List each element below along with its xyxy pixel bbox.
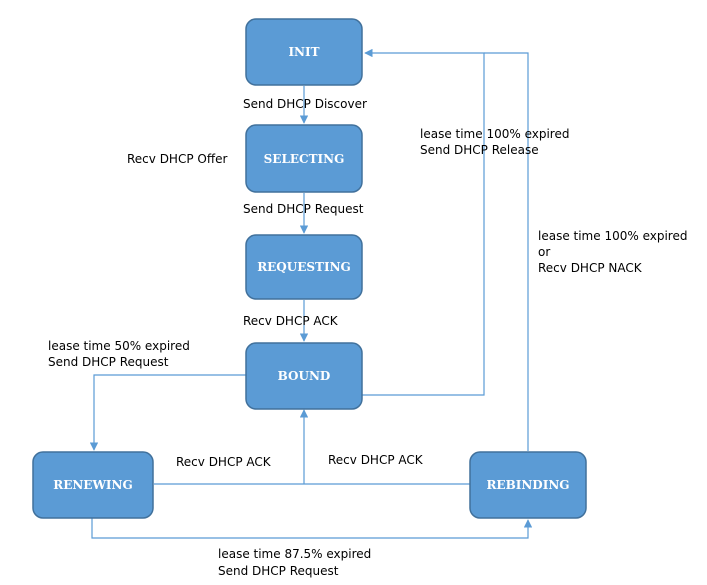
state-rebinding-label: REBINDING <box>486 478 569 492</box>
state-requesting-label: REQUESTING <box>257 260 351 274</box>
state-selecting-label: SELECTING <box>264 152 345 166</box>
label-renew-recv-ack: Recv DHCP ACK <box>176 455 272 469</box>
state-selecting: SELECTING <box>245 124 363 193</box>
label-lease-100-nack-line1: lease time 100% expired <box>538 229 687 243</box>
label-lease-100-nack-line2: or <box>538 245 550 259</box>
state-renewing: RENEWING <box>32 451 154 519</box>
label-recv-offer: Recv DHCP Offer <box>127 152 227 166</box>
edge-renewing-to-rebinding-expired <box>91 518 533 539</box>
state-init: INIT <box>245 18 363 86</box>
label-lease-50-line1: lease time 50% expired <box>48 339 190 353</box>
label-lease-100-release-line2: Send DHCP Release <box>420 143 539 157</box>
label-lease-100-nack-line3: Recv DHCP NACK <box>538 261 643 275</box>
label-lease-875-line2: Send DHCP Request <box>218 564 339 578</box>
state-requesting: REQUESTING <box>245 234 363 300</box>
label-recv-ack: Recv DHCP ACK <box>243 314 339 328</box>
state-init-label: INIT <box>288 45 319 59</box>
label-lease-50-line2: Send DHCP Request <box>48 355 169 369</box>
edge-bound-to-init-expired <box>362 48 485 396</box>
label-rebind-recv-ack: Recv DHCP ACK <box>328 453 424 467</box>
label-lease-100-release-line1: lease time 100% expired <box>420 127 569 141</box>
state-renewing-label: RENEWING <box>53 478 133 492</box>
state-bound: BOUND <box>245 342 363 410</box>
state-rebinding: REBINDING <box>469 451 587 519</box>
state-bound-label: BOUND <box>278 369 331 383</box>
edge-rebinding-to-init <box>484 52 529 451</box>
label-send-request: Send DHCP Request <box>243 202 364 216</box>
label-lease-875-line1: lease time 87.5% expired <box>218 547 371 561</box>
label-send-discover: Send DHCP Discover <box>243 97 367 111</box>
edge-bound-to-renewing <box>89 374 246 451</box>
